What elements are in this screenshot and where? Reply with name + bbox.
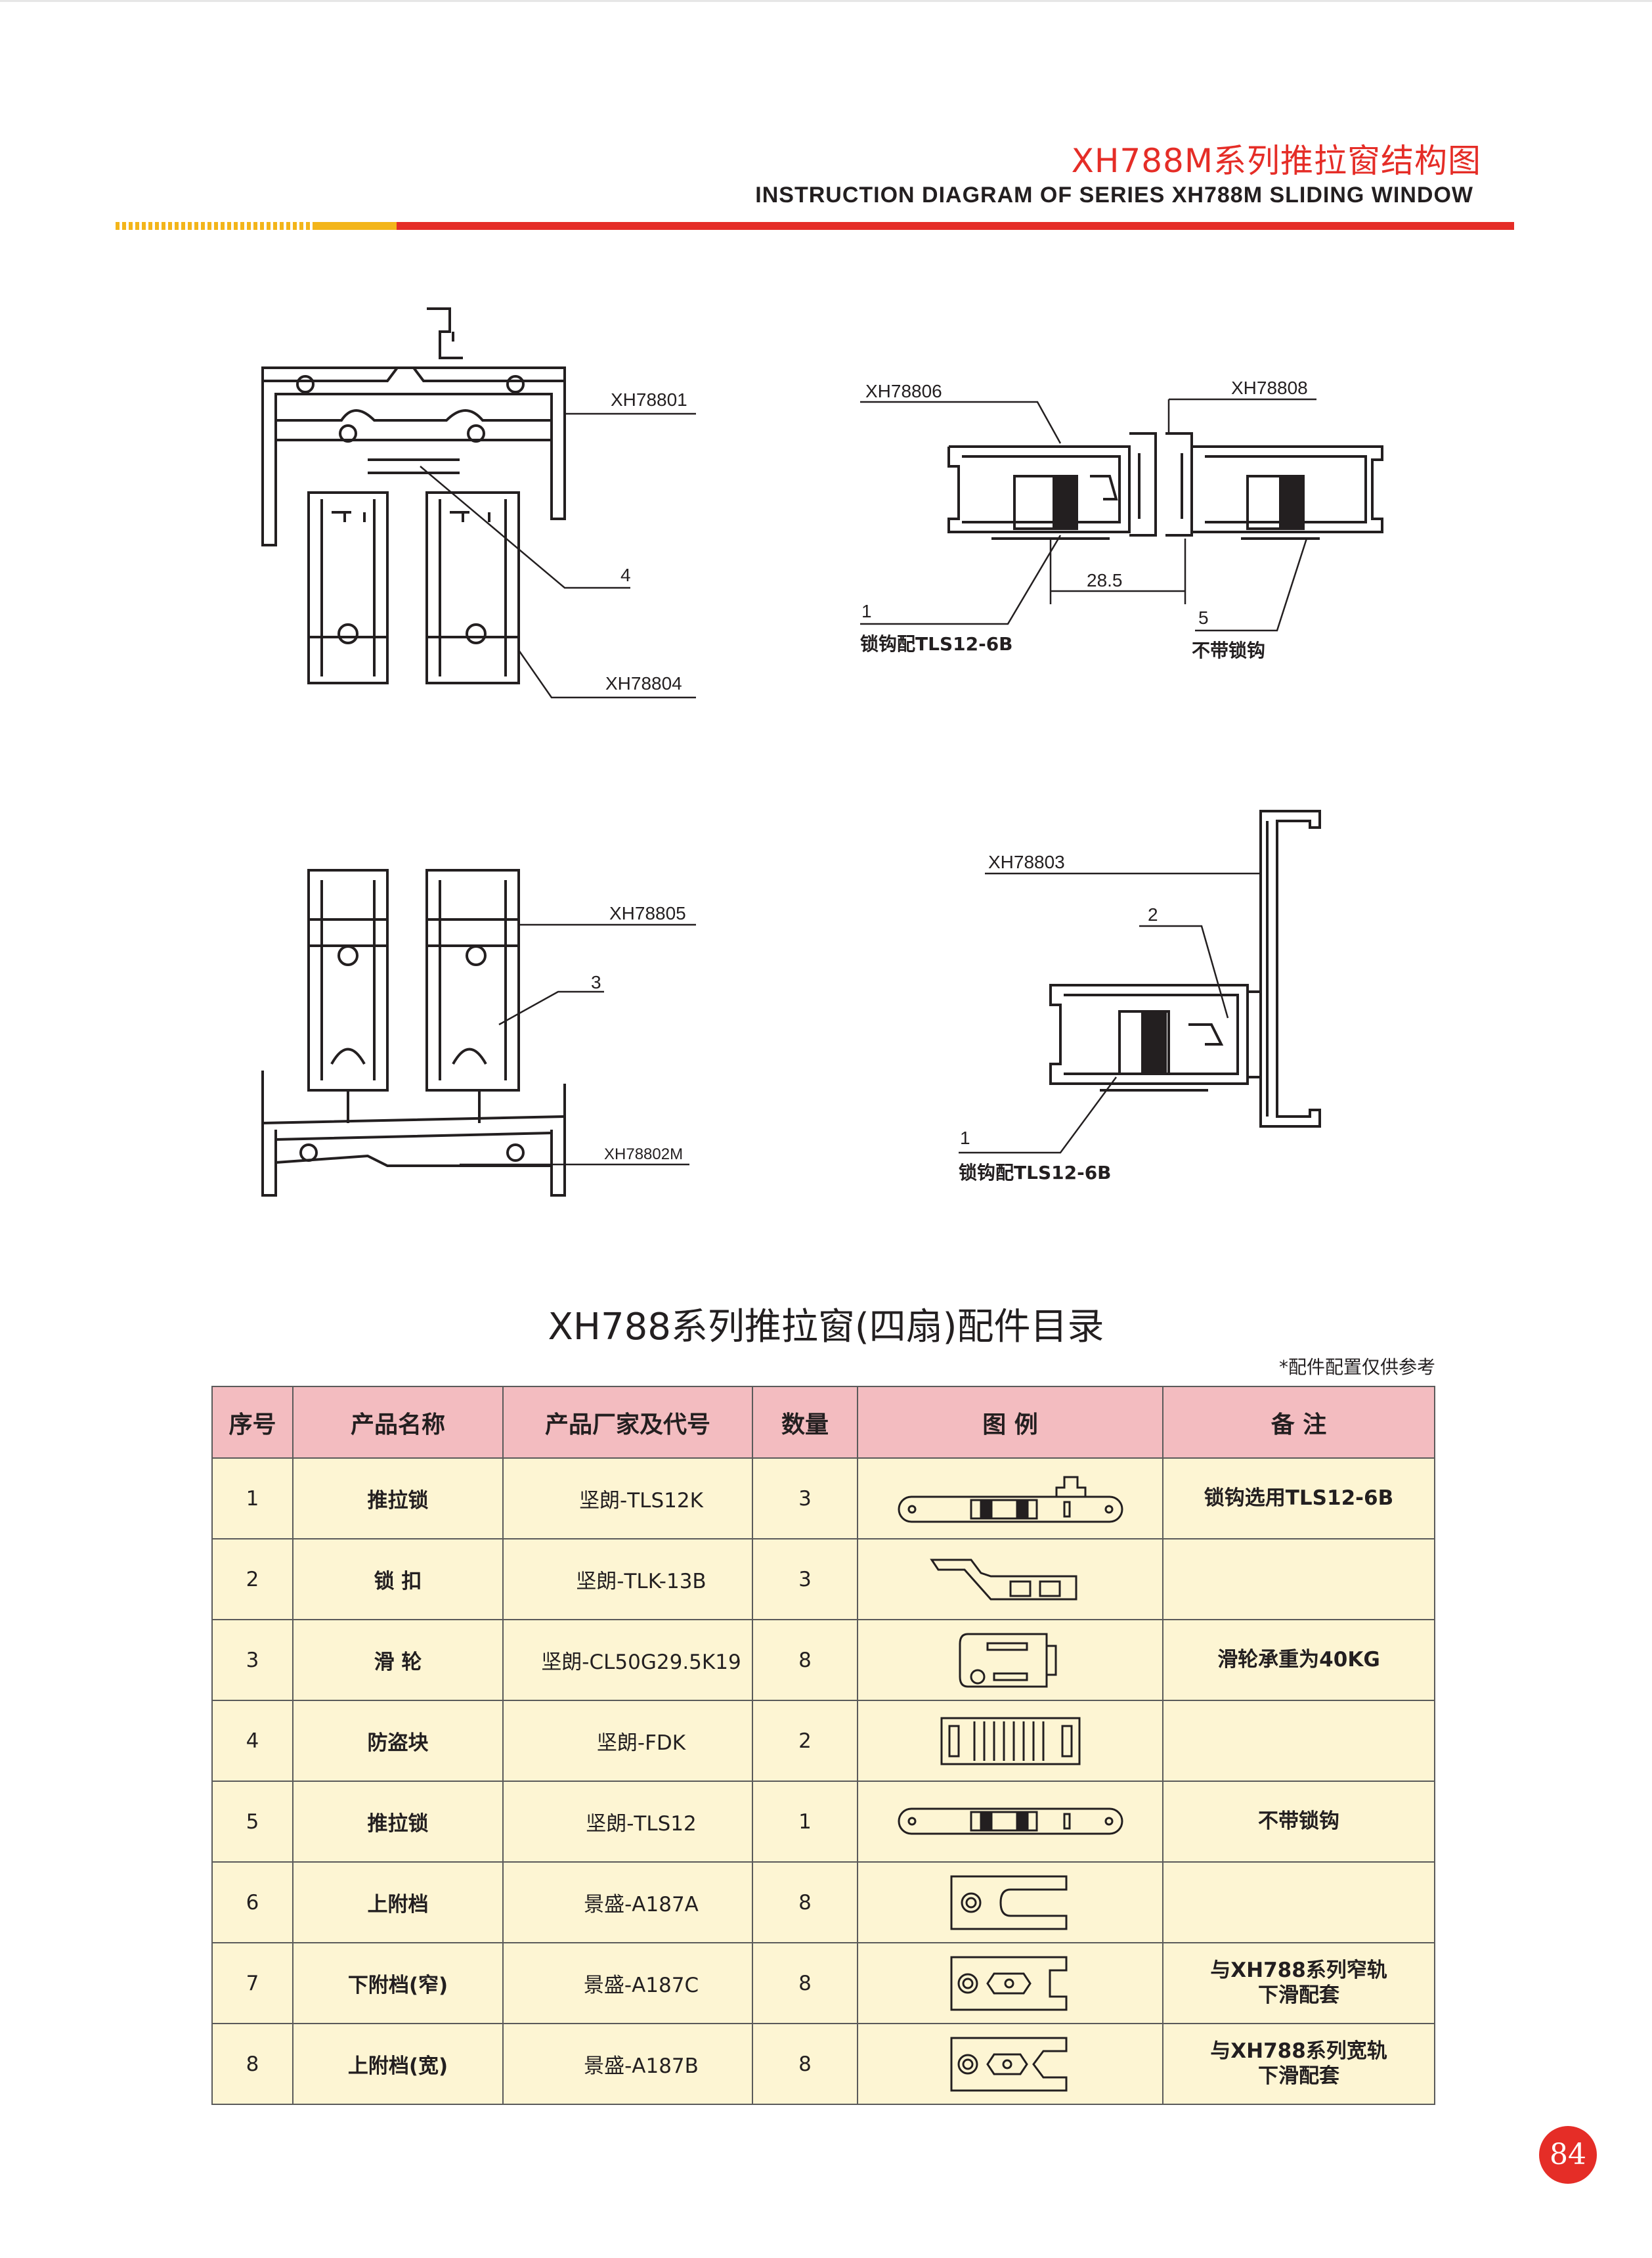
cell-qty: 8: [752, 1942, 858, 2024]
cell-vendor: 坚朗-TLS12: [502, 1781, 753, 1863]
cell-name: 滑 轮: [292, 1619, 504, 1701]
header-vendor: 产品厂家及代号: [502, 1386, 753, 1459]
cell-remark: 不带锁钩: [1162, 1781, 1435, 1863]
cell-seq: 2: [211, 1538, 293, 1620]
sliding-lock-icon: [898, 1807, 1123, 1834]
label-callout-3: 3: [591, 972, 601, 992]
cell-remark: 与XH788系列窄轨 下滑配套: [1162, 1942, 1435, 2024]
cell-remark: 滑轮承重为40KG: [1162, 1619, 1435, 1701]
upper-stop-icon: [950, 1875, 1067, 1930]
table-row: 4 防盗块 坚朗-FDK 2: [211, 1700, 1435, 1782]
table-row: 2 锁 扣 坚朗-TLK-13B 3: [211, 1538, 1435, 1620]
cell-vendor: 坚朗-FDK: [502, 1700, 753, 1782]
header-bar-orange: [315, 222, 397, 230]
cell-seq: 5: [211, 1781, 293, 1863]
callout-5-text: 不带锁钩: [1192, 640, 1265, 661]
upper-stop-wide-icon: [950, 2037, 1067, 2091]
lower-stop-narrow-icon: [950, 1956, 1067, 2010]
cell-vendor: 景盛-A187C: [502, 1942, 753, 2024]
label-xh78804: XH78804: [605, 673, 682, 694]
cell-remark: [1162, 1538, 1435, 1620]
anti-theft-block-icon: [940, 1717, 1080, 1765]
cell-seq: 4: [211, 1700, 293, 1782]
callout-5-number: 5: [1198, 608, 1209, 628]
header-bar-red: [397, 222, 1514, 230]
diagram-interlock: [947, 432, 1383, 540]
cell-qty: 2: [752, 1700, 858, 1782]
structure-diagrams: XH78801 4 XH78804 XH78806 XH78808 28.5 1…: [261, 307, 1383, 1197]
cell-name: 锁 扣: [292, 1538, 504, 1620]
table-row: 5 推拉锁 坚朗-TLS12 1 不带锁钩: [211, 1781, 1435, 1863]
top-rule: [0, 0, 1652, 2]
cell-vendor: 坚朗-TLK-13B: [502, 1538, 753, 1620]
label-xh78801: XH78801: [611, 389, 687, 410]
table-row: 8 上附档(宽) 景盛-A187B 8 与XH788系列宽轨 下滑配套: [211, 2023, 1435, 2105]
cell-name: 防盗块: [292, 1700, 504, 1782]
label-xh78808: XH78808: [1231, 378, 1308, 398]
cell-qty: 8: [752, 2023, 858, 2105]
cell-vendor: 景盛-A187A: [502, 1861, 753, 1943]
cell-qty: 1: [752, 1781, 858, 1863]
cell-seq: 8: [211, 2023, 293, 2105]
catalog-note: *配件配置仅供参考: [1278, 1356, 1435, 1378]
header-remark: 备 注: [1162, 1386, 1435, 1459]
page-title-cn: XH788M系列推拉窗结构图: [1071, 142, 1481, 180]
cell-remark: [1162, 1861, 1435, 1943]
diagram-frame-top: [261, 307, 566, 684]
cell-seq: 3: [211, 1619, 293, 1701]
cell-qty: 3: [752, 1538, 858, 1620]
cell-vendor: 景盛-A187B: [502, 2023, 753, 2105]
cell-name: 上附档: [292, 1861, 504, 1943]
dimension-28-5: 28.5: [1087, 570, 1123, 590]
cell-name: 推拉锁: [292, 1457, 504, 1539]
cell-qty: 3: [752, 1457, 858, 1539]
callout-1-text: 锁钩配TLS12-6B: [860, 633, 1013, 655]
header-figure: 图 例: [857, 1386, 1163, 1459]
label-xh78806: XH78806: [865, 381, 942, 401]
callout-1b-text: 锁钩配TLS12-6B: [959, 1162, 1112, 1184]
page-title-en: INSTRUCTION DIAGRAM OF SERIES XH788M SLI…: [755, 183, 1473, 208]
cell-remark: [1162, 1700, 1435, 1782]
catalog-title: XH788系列推拉窗(四扇)配件目录: [548, 1306, 1104, 1348]
header-name: 产品名称: [292, 1386, 504, 1459]
callout-1b-number: 1: [960, 1128, 970, 1148]
page-number: 84: [1539, 2126, 1597, 2184]
cell-qty: 8: [752, 1619, 858, 1701]
label-callout-4: 4: [620, 565, 631, 585]
label-callout-2: 2: [1148, 904, 1158, 925]
diagram-sash-bottom: [261, 869, 566, 1197]
cell-seq: 1: [211, 1457, 293, 1539]
cell-name: 推拉锁: [292, 1781, 504, 1863]
cell-name: 上附档(宽): [292, 2023, 504, 2105]
cell-vendor: 坚朗-CL50G29.5K19: [502, 1619, 753, 1701]
cell-vendor: 坚朗-TLS12K: [502, 1457, 753, 1539]
cell-remark: 锁钩选用TLS12-6B: [1162, 1457, 1435, 1539]
diagram-side-jamb: [1049, 810, 1321, 1128]
label-xh78803: XH78803: [988, 852, 1065, 872]
cell-name: 下附档(窄): [292, 1942, 504, 2024]
header-seq: 序号: [211, 1386, 293, 1459]
pulley-roller-icon: [959, 1633, 1056, 1687]
sliding-lock-with-hook-icon: [898, 1476, 1123, 1522]
parts-catalog-table: 序号 产品名称 产品厂家及代号 数量 图 例 备 注 1 推拉锁 坚朗-TLS1…: [211, 1386, 1435, 2105]
table-header-row: 序号 产品名称 产品厂家及代号 数量 图 例 备 注: [211, 1386, 1435, 1459]
header-qty: 数量: [752, 1386, 858, 1459]
table-row: 7 下附档(窄) 景盛-A187C 8 与XH788系列窄轨 下滑配套: [211, 1942, 1435, 2024]
cell-seq: 6: [211, 1861, 293, 1943]
table-row: 1 推拉锁 坚朗-TLS12K 3 锁钩选用TLS12-6B: [211, 1457, 1435, 1539]
lock-keeper-icon: [929, 1559, 1077, 1600]
table-row: 3 滑 轮 坚朗-CL50G29.5K19 8 滑轮承重为40KG: [211, 1619, 1435, 1701]
cell-remark: 与XH788系列宽轨 下滑配套: [1162, 2023, 1435, 2105]
callout-1-number: 1: [861, 601, 872, 621]
table-row: 6 上附档 景盛-A187A 8: [211, 1861, 1435, 1943]
label-xh78805: XH78805: [609, 903, 686, 923]
cell-qty: 8: [752, 1861, 858, 1943]
label-xh78802m: XH78802M: [604, 1145, 683, 1163]
cell-seq: 7: [211, 1942, 293, 2024]
